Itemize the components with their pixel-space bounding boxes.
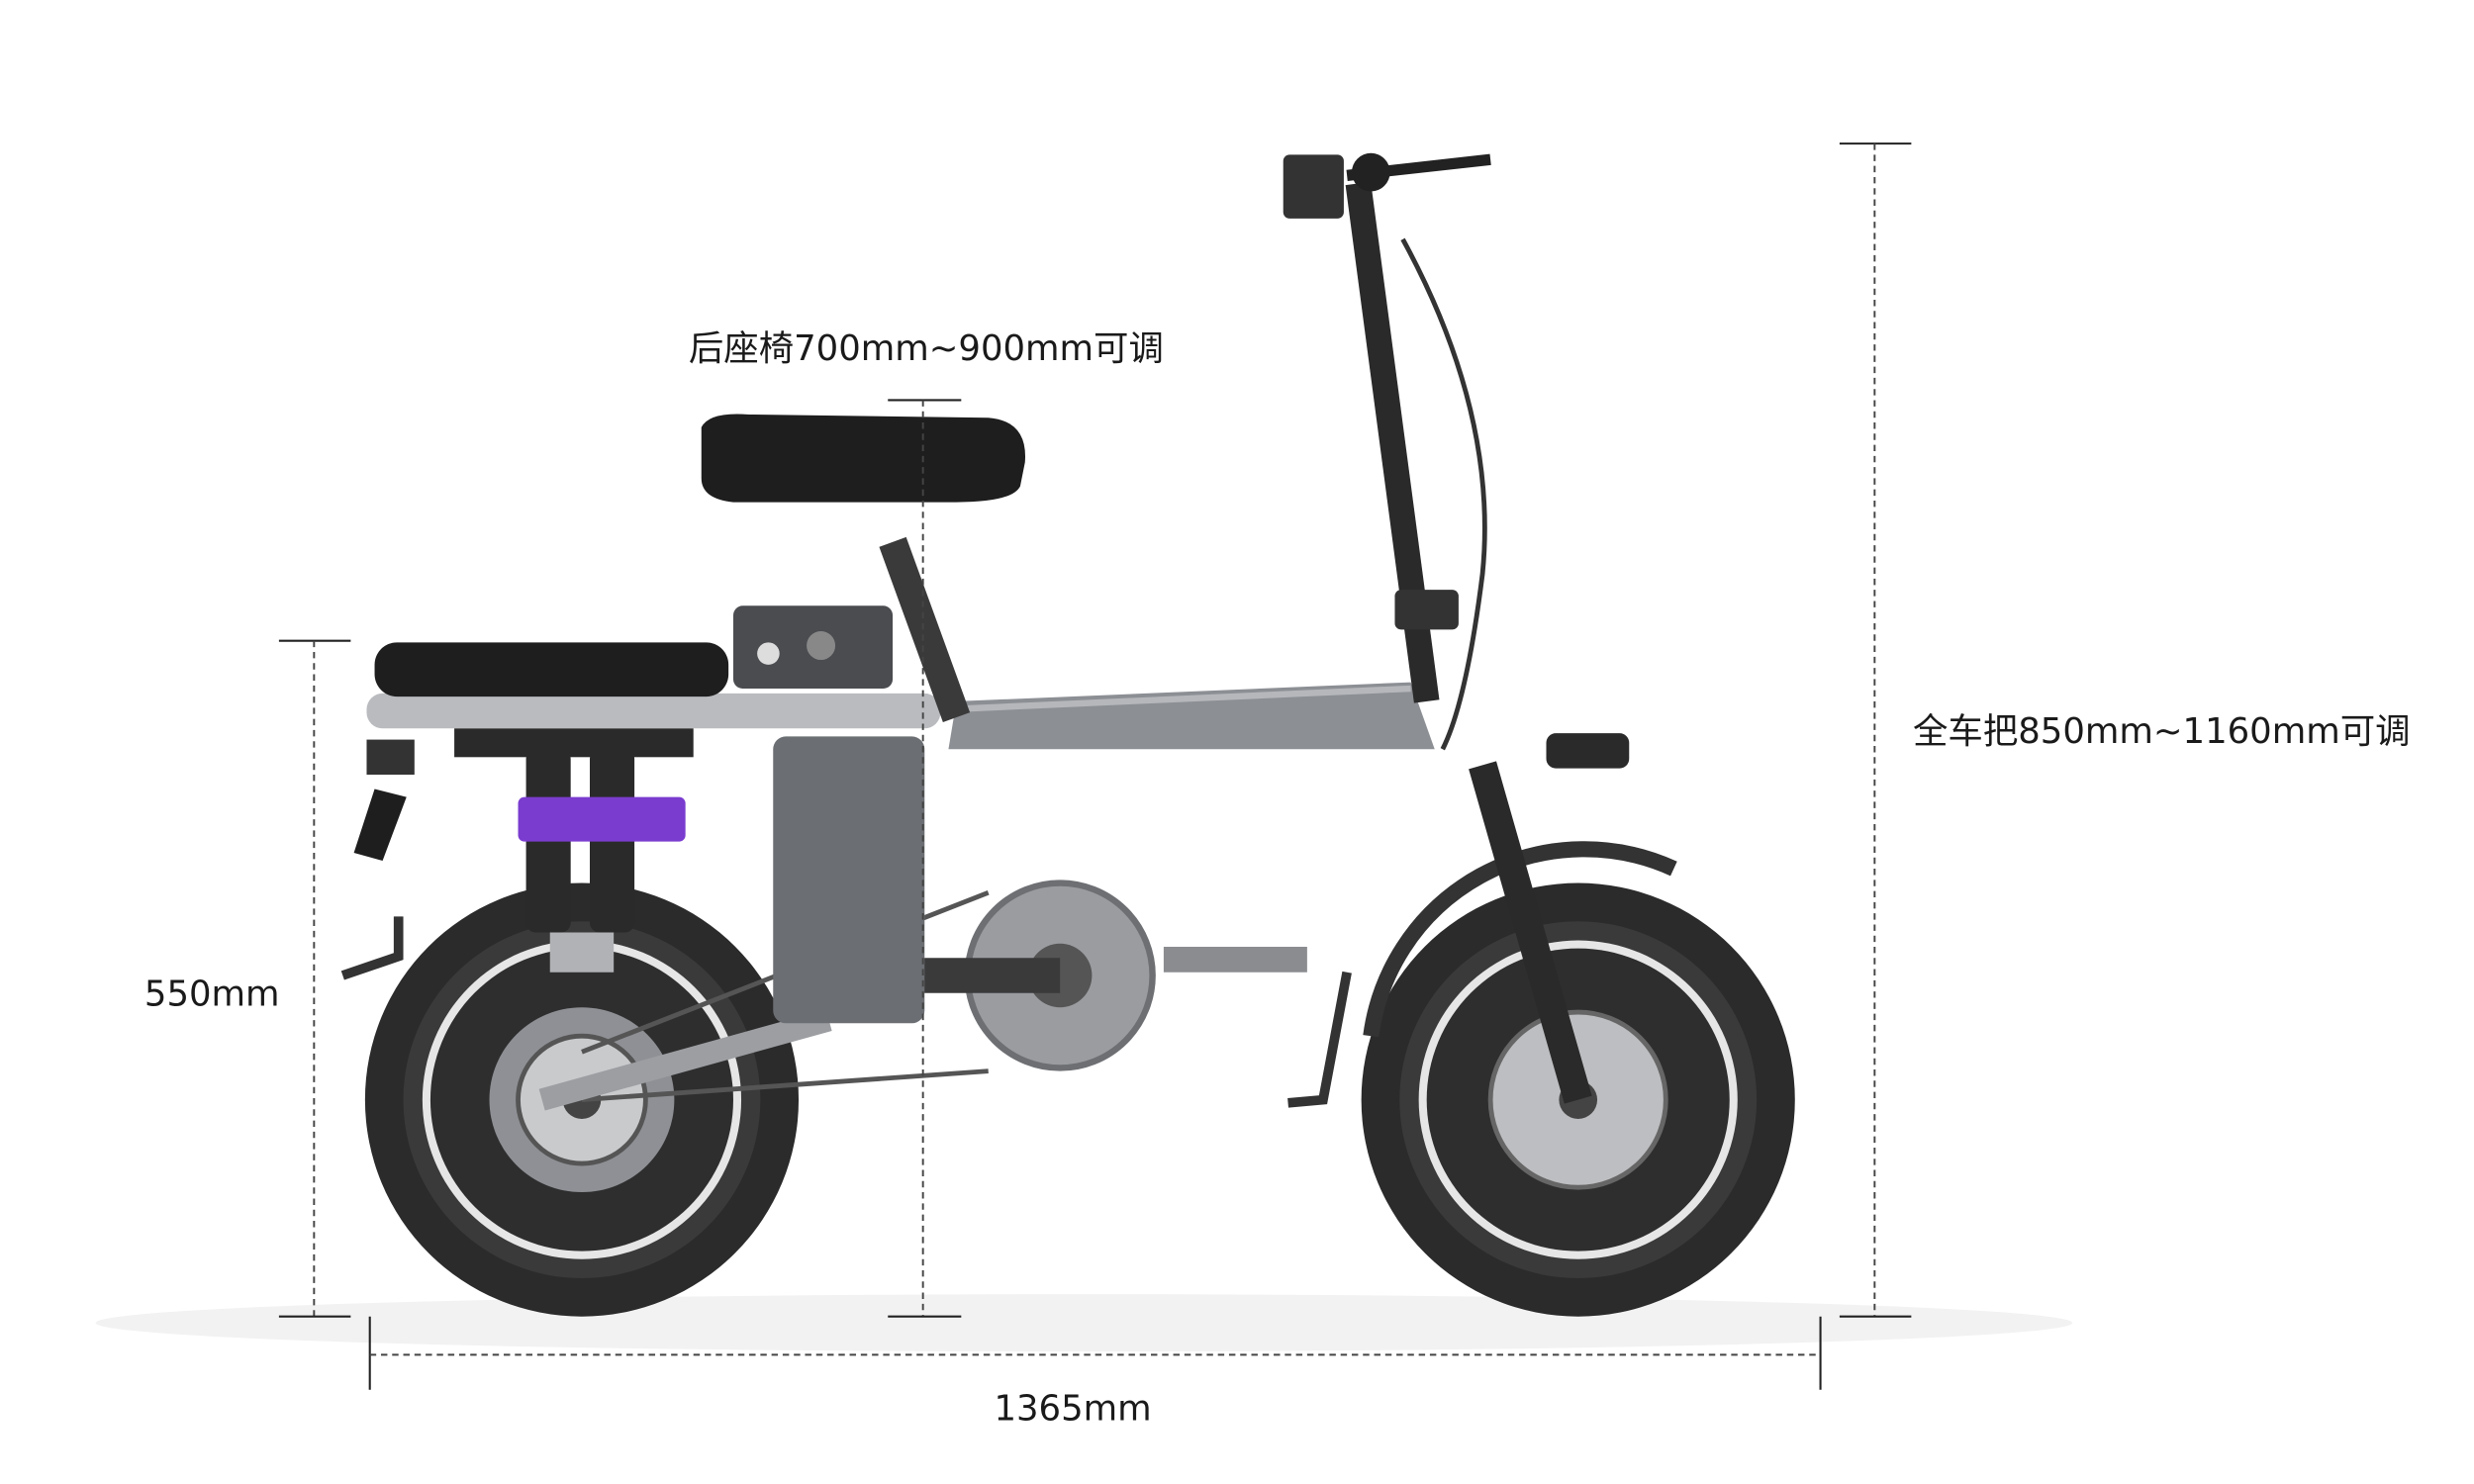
ground-shadow bbox=[95, 1294, 2073, 1352]
rear-seat-range-dimension: 后座椅700mm~900mm可调 bbox=[689, 328, 1164, 1318]
seat bbox=[701, 414, 1025, 503]
front-fork bbox=[1469, 761, 1592, 1104]
e-bike-illustration bbox=[340, 152, 1795, 1317]
rear-rack bbox=[366, 693, 941, 729]
display bbox=[1283, 154, 1344, 219]
length-dimension: 1365mm bbox=[368, 1316, 1822, 1429]
handlebar-range-label: 全车把850mm~1160mm可调 bbox=[1913, 711, 2411, 752]
tail-light bbox=[366, 739, 415, 776]
rear-seat-cushion bbox=[374, 642, 729, 697]
rear-seat-height-dimension: 550mm bbox=[144, 639, 351, 1318]
front-wheel bbox=[1361, 882, 1795, 1317]
front-fender bbox=[1363, 841, 1677, 1038]
seat-post bbox=[879, 536, 971, 722]
rear-seat-height-label: 550mm bbox=[144, 974, 280, 1015]
main-battery bbox=[773, 736, 925, 1024]
length-label: 1365mm bbox=[994, 1388, 1151, 1429]
rear-shocks bbox=[518, 749, 686, 973]
headlight bbox=[1546, 733, 1630, 769]
rear-seat-range-label: 后座椅700mm~900mm可调 bbox=[689, 328, 1164, 369]
main-frame bbox=[948, 682, 1435, 750]
handlebar-range-dimension: 全车把850mm~1160mm可调 bbox=[1839, 142, 2411, 1318]
